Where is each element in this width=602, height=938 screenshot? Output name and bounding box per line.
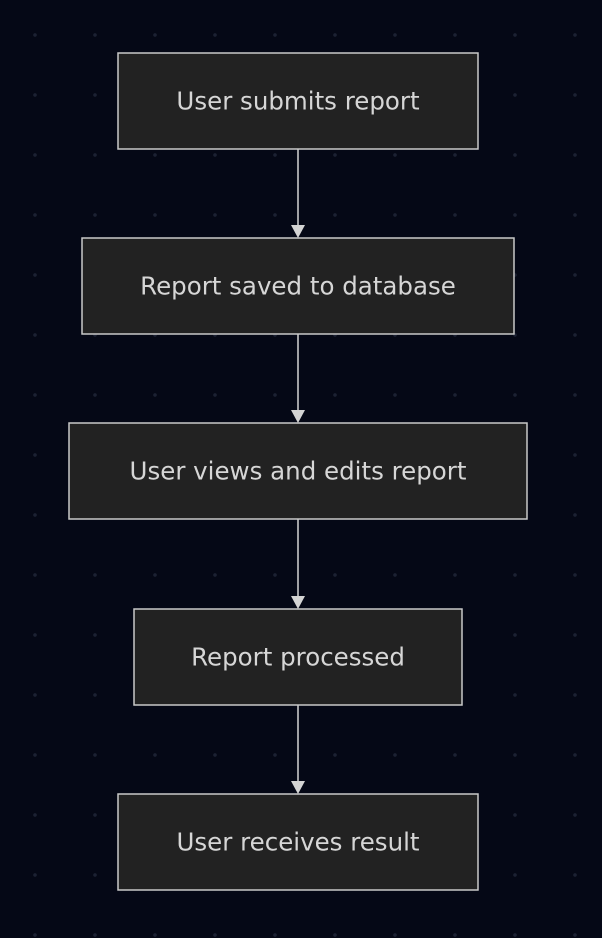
node-label: Report processed [191,643,405,672]
node-label: User submits report [176,87,420,116]
edges-layer [291,149,305,794]
node-result: User receives result [117,793,479,891]
node-saved: Report saved to database [81,237,515,335]
edge-edit-to-processed [291,519,305,609]
arrowhead-icon [291,410,305,423]
arrowhead-icon [291,225,305,238]
node-label: User receives result [176,828,419,857]
node-label: User views and edits report [130,457,467,486]
node-box [81,237,515,335]
node-label: Report saved to database [140,272,456,301]
node-edit: User views and edits report [68,422,528,520]
edge-saved-to-edit [291,334,305,423]
node-box [68,422,528,520]
node-box [133,608,463,706]
node-submit: User submits report [117,52,479,150]
arrowhead-icon [291,596,305,609]
node-box [117,793,479,891]
edge-submit-to-saved [291,149,305,238]
arrowhead-icon [291,781,305,794]
node-processed: Report processed [133,608,463,706]
node-box [117,52,479,150]
edge-processed-to-result [291,705,305,794]
